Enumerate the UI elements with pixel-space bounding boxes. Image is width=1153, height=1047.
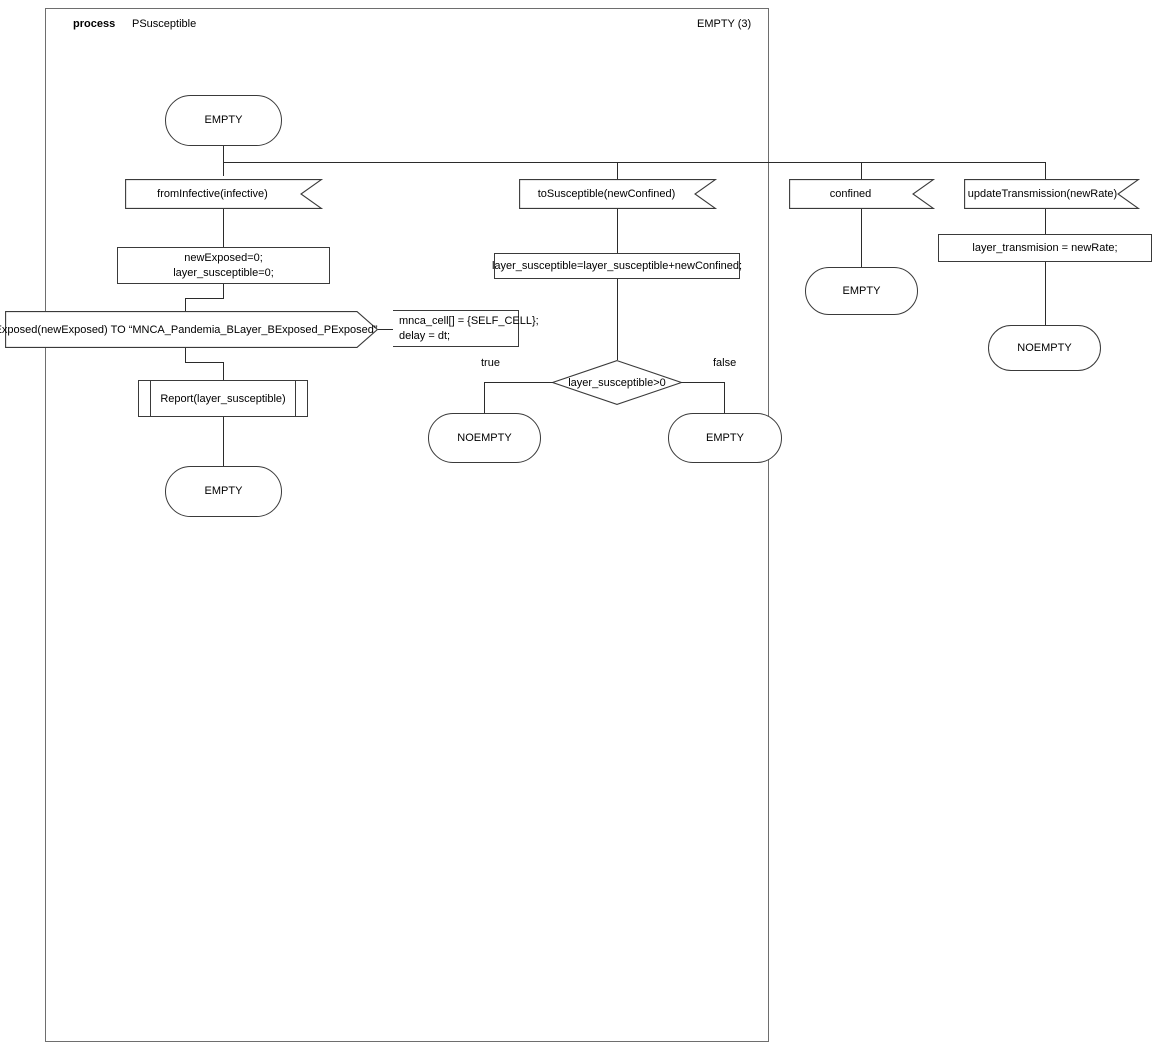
connector-a3-down	[185, 348, 186, 362]
state-b-empty[interactable]: EMPTY	[668, 413, 782, 463]
input-update-transmission[interactable]: updateTransmission(newRate)	[964, 179, 1141, 209]
connector-comment-link	[378, 329, 393, 330]
state-d-noempty[interactable]: NOEMPTY	[988, 325, 1101, 371]
decision-label: layer_susceptible>0	[568, 376, 666, 389]
state-b-noempty[interactable]: NOEMPTY	[428, 413, 541, 463]
connector-bus-drop-susceptible	[617, 162, 618, 179]
input-to-susceptible[interactable]: toSusceptible(newConfined)	[519, 179, 718, 209]
decision-shape-icon	[550, 360, 684, 405]
state-c-empty[interactable]: EMPTY	[805, 267, 918, 315]
output-to-exposed[interactable]: toExposed(newExposed) TO “MNCA_Pandemia_…	[0, 311, 379, 348]
connector-b-true-v	[484, 382, 485, 413]
decision-layer-susceptible-positive[interactable]: layer_susceptible>0	[550, 360, 684, 405]
output-to-exposed-label: toExposed(newExposed) TO “MNCA_Pandemia_…	[0, 323, 378, 336]
input-update-transmission-label: updateTransmission(newRate)	[967, 188, 1118, 200]
branch-label-true: true	[481, 357, 500, 369]
process-name-label: PSusceptible	[132, 18, 197, 30]
connector-start-stem	[223, 146, 224, 176]
output-shape-icon	[5, 311, 379, 348]
procedure-call-report[interactable]: Report(layer_susceptible)	[138, 380, 308, 417]
connector-b1	[617, 209, 618, 253]
connector-a3-into-proc	[223, 362, 224, 380]
process-frame	[45, 8, 769, 1042]
connector-a3-right	[185, 362, 224, 363]
input-shape-icon	[125, 179, 324, 209]
connector-d1	[1045, 209, 1046, 234]
connector-a4	[223, 417, 224, 466]
frame-keyword-label: process	[73, 18, 116, 30]
connector-bus-drop-confined	[861, 162, 862, 179]
connector-bus-drop-update	[1045, 162, 1046, 179]
input-to-susceptible-label: toSusceptible(newConfined)	[537, 188, 676, 200]
connector-distribution-bus	[223, 162, 1045, 163]
input-shape-icon	[789, 179, 936, 209]
connector-d2	[1045, 262, 1046, 325]
procedure-call-report-label: Report(layer_susceptible)	[160, 392, 286, 405]
input-confined-label: confined	[829, 188, 872, 200]
branch-label-false: false	[713, 357, 737, 369]
input-from-infective[interactable]: fromInfective(infective)	[125, 179, 324, 209]
connector-a2-left	[185, 298, 224, 299]
task-reset-counters[interactable]: newExposed=0; layer_susceptible=0;	[117, 247, 330, 284]
task-set-transmission[interactable]: layer_transmision = newRate;	[938, 234, 1152, 262]
task-accumulate-susceptible[interactable]: layer_susceptible=layer_susceptible+newC…	[492, 253, 742, 279]
connector-b-true-h	[484, 382, 553, 383]
procedure-left-bar	[150, 381, 151, 416]
connector-a1	[223, 209, 224, 247]
connector-b2	[617, 279, 618, 360]
state-a-empty[interactable]: EMPTY	[165, 466, 282, 517]
connector-c1	[861, 209, 862, 267]
state-start[interactable]: EMPTY	[165, 95, 282, 146]
connector-b-false-v	[724, 382, 725, 413]
input-shape-icon	[964, 179, 1141, 209]
connector-a2-down	[223, 284, 224, 298]
input-shape-icon	[519, 179, 718, 209]
input-from-infective-label: fromInfective(infective)	[157, 188, 268, 200]
frame-state-count-label: EMPTY (3)	[697, 18, 752, 30]
connector-b-false-h	[681, 382, 725, 383]
input-confined[interactable]: confined	[789, 179, 936, 209]
procedure-right-bar	[295, 381, 296, 416]
connector-a2-into-output	[185, 298, 186, 311]
comment-mnca-cell: mnca_cell[] = {SELF_CELL}; delay = dt;	[393, 310, 539, 347]
